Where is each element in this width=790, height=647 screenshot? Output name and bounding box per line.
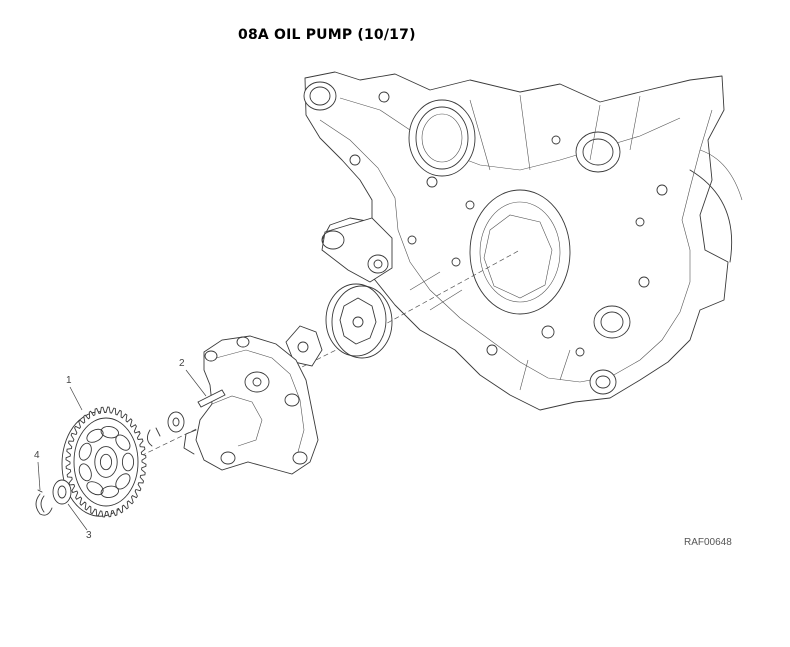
pin bbox=[197, 389, 226, 408]
gear-window bbox=[121, 452, 135, 472]
gear-bore bbox=[99, 453, 113, 471]
washer bbox=[147, 411, 185, 447]
callout-1: 1 bbox=[66, 375, 72, 386]
leader-line-4 bbox=[37, 461, 41, 491]
circlip bbox=[35, 489, 53, 516]
gear-window bbox=[86, 428, 104, 443]
callout-2: 2 bbox=[179, 358, 185, 369]
drive-gear bbox=[61, 406, 147, 518]
gear-window bbox=[115, 434, 131, 451]
gear-window bbox=[78, 442, 92, 461]
thrust-washer bbox=[52, 479, 72, 505]
leader-line-3 bbox=[67, 503, 88, 531]
leader-line-1 bbox=[69, 386, 83, 411]
gear-window bbox=[78, 463, 92, 482]
drawing-code: RAF00648 bbox=[684, 537, 732, 548]
gear-window bbox=[86, 481, 104, 496]
page-title: 08A OIL PUMP (10/17) bbox=[238, 27, 416, 43]
pump-rotor bbox=[325, 283, 393, 359]
gear-window bbox=[100, 426, 119, 439]
callout-3: 3 bbox=[86, 530, 92, 541]
gear-rim bbox=[73, 417, 139, 507]
gear-window bbox=[100, 485, 119, 498]
gear-hub bbox=[94, 446, 118, 478]
leader-line-2 bbox=[185, 369, 207, 397]
crankcase bbox=[303, 71, 743, 411]
assembly-axis bbox=[61, 249, 521, 495]
callout-4: 4 bbox=[34, 450, 40, 461]
oil-pump-body bbox=[183, 335, 319, 475]
